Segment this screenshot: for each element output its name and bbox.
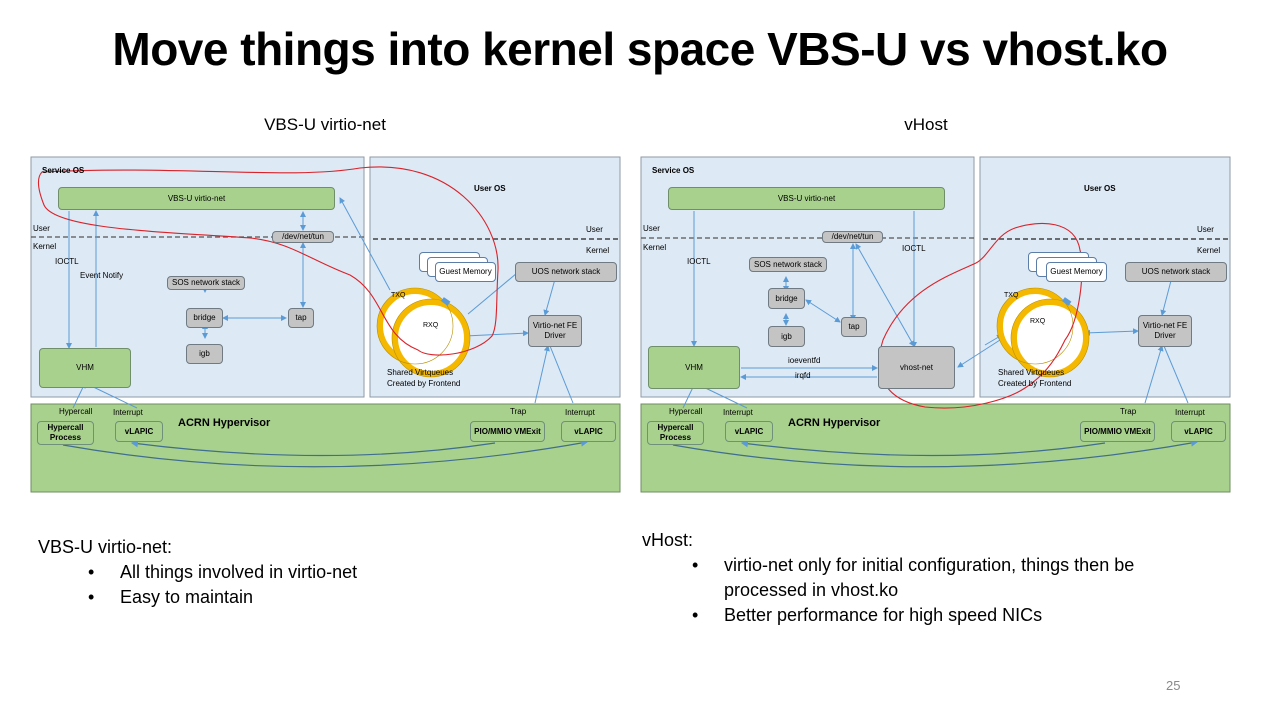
igb-box: igb	[186, 344, 223, 364]
acrn-hypervisor-label: ACRN Hypervisor	[178, 417, 271, 429]
bridge-box: bridge	[768, 288, 805, 309]
annotation-outline-right	[878, 223, 1083, 409]
interrupt-label-left: Interrupt	[113, 408, 143, 417]
uos-kernel-label: Kernel	[1197, 246, 1221, 255]
bullet-item: virtio-net only for initial configuratio…	[642, 553, 1202, 603]
vlapic-right-box: vLAPIC	[561, 421, 616, 442]
virtio-net-fe-driver-box: Virtio-net FE Driver	[1138, 315, 1192, 347]
pio-mmio-vmexit-box: PIO/MMIO VMExit	[470, 421, 545, 442]
bridge-box: bridge	[186, 308, 223, 328]
kernel-label: Kernel	[643, 243, 667, 252]
notes-right-heading: vHost:	[642, 530, 694, 550]
user-os-label: User OS	[474, 184, 506, 193]
uos-network-stack-box: UOS network stack	[1125, 262, 1227, 282]
vhm-box: VHM	[648, 346, 740, 389]
bullet-item: Better performance for high speed NICs	[642, 603, 1202, 628]
interrupt-label-left: Interrupt	[723, 408, 753, 417]
ioctl-label-right: IOCTL	[902, 244, 926, 253]
irqfd-label: irqfd	[795, 371, 811, 380]
ioeventfd-label: ioeventfd	[788, 356, 821, 365]
user-label: User	[643, 224, 660, 233]
ioctl-label: IOCTL	[55, 257, 79, 266]
bullet-item: Easy to maintain	[38, 585, 618, 610]
rxq-label: RXQ	[423, 322, 439, 329]
vbs-u-virtio-net-box: VBS-U virtio-net	[58, 187, 335, 210]
rxq-ring	[392, 299, 470, 377]
vhm-box: VHM	[39, 348, 131, 388]
pio-mmio-vmexit-box: PIO/MMIO VMExit	[1080, 421, 1155, 442]
hypercall-process-box: Hypercall Process	[647, 421, 704, 445]
right-diagram: Service OS User Kernel VBS-U virtio-net …	[640, 150, 1240, 495]
igb-box: igb	[768, 326, 805, 347]
trap-label: Trap	[510, 407, 527, 416]
vhost-net-box: vhost-net	[878, 346, 955, 389]
hypercall-process-box: Hypercall Process	[37, 421, 94, 445]
hypercall-label: Hypercall	[59, 407, 93, 416]
vlapic-left-box: vLAPIC	[725, 421, 773, 442]
rxq-label: RXQ	[1030, 318, 1046, 325]
txq-label: TXQ	[1004, 292, 1019, 299]
uos-kernel-label: Kernel	[586, 246, 610, 255]
notes-left-heading: VBS-U virtio-net:	[38, 537, 173, 557]
virtqueue-caption-1: Shared Virtqueues	[387, 368, 454, 377]
vbs-u-virtio-net-box: VBS-U virtio-net	[668, 187, 945, 210]
acrn-hypervisor-label: ACRN Hypervisor	[788, 417, 881, 429]
kernel-label: Kernel	[33, 242, 57, 251]
event-notify-label: Event Notify	[80, 271, 124, 280]
interrupt-label-right: Interrupt	[1175, 408, 1205, 417]
uos-user-label: User	[1197, 225, 1214, 234]
virtqueue-caption-2: Created by Frontend	[998, 379, 1072, 388]
guest-memory-box: Guest Memory	[435, 262, 496, 282]
virtio-net-fe-driver-box: Virtio-net FE Driver	[528, 315, 582, 347]
slide-title: Move things into kernel space VBS-U vs v…	[112, 23, 1168, 75]
uos-network-stack-box: UOS network stack	[515, 262, 617, 282]
notes-right: vHost: virtio-net only for initial confi…	[642, 528, 1202, 628]
vlapic-left-box: vLAPIC	[115, 421, 163, 442]
left-diagram: Service OS User Kernel VBS-U virtio-net …	[30, 150, 630, 495]
bullet-item: All things involved in virtio-net	[38, 560, 618, 585]
notes-right-list: virtio-net only for initial configuratio…	[642, 553, 1202, 628]
tap-box: tap	[288, 308, 314, 328]
notes-left: VBS-U virtio-net: All things involved in…	[38, 535, 618, 610]
trap-label: Trap	[1120, 407, 1137, 416]
user-os-label: User OS	[1084, 184, 1116, 193]
service-os-label: Service OS	[42, 166, 85, 175]
hypervisor-panel	[30, 403, 621, 493]
right-diagram-heading: vHost	[904, 115, 948, 134]
service-os-label: Service OS	[652, 166, 695, 175]
virtqueue-caption-1: Shared Virtqueues	[998, 368, 1065, 377]
uos-user-label: User	[586, 225, 603, 234]
guest-memory-box: Guest Memory	[1046, 262, 1107, 282]
hypercall-label: Hypercall	[669, 407, 703, 416]
ioctl-label-left: IOCTL	[687, 257, 711, 266]
annotation-outline	[37, 166, 499, 356]
left-diagram-heading: VBS-U virtio-net	[264, 115, 386, 134]
user-label: User	[33, 224, 50, 233]
txq-label: TXQ	[391, 292, 406, 299]
notes-left-list: All things involved in virtio-net Easy t…	[38, 560, 618, 610]
dev-net-tun-box: /dev/net/tun	[272, 231, 334, 243]
page-number: 25	[1166, 678, 1181, 693]
virtqueue-caption-2: Created by Frontend	[387, 379, 461, 388]
sos-network-stack-box: SOS network stack	[749, 257, 827, 272]
interrupt-label-right: Interrupt	[565, 408, 595, 417]
sos-network-stack-box: SOS network stack	[167, 276, 245, 290]
vlapic-right-box: vLAPIC	[1171, 421, 1226, 442]
dev-net-tun-box: /dev/net/tun	[822, 231, 883, 243]
tap-box: tap	[841, 317, 867, 337]
